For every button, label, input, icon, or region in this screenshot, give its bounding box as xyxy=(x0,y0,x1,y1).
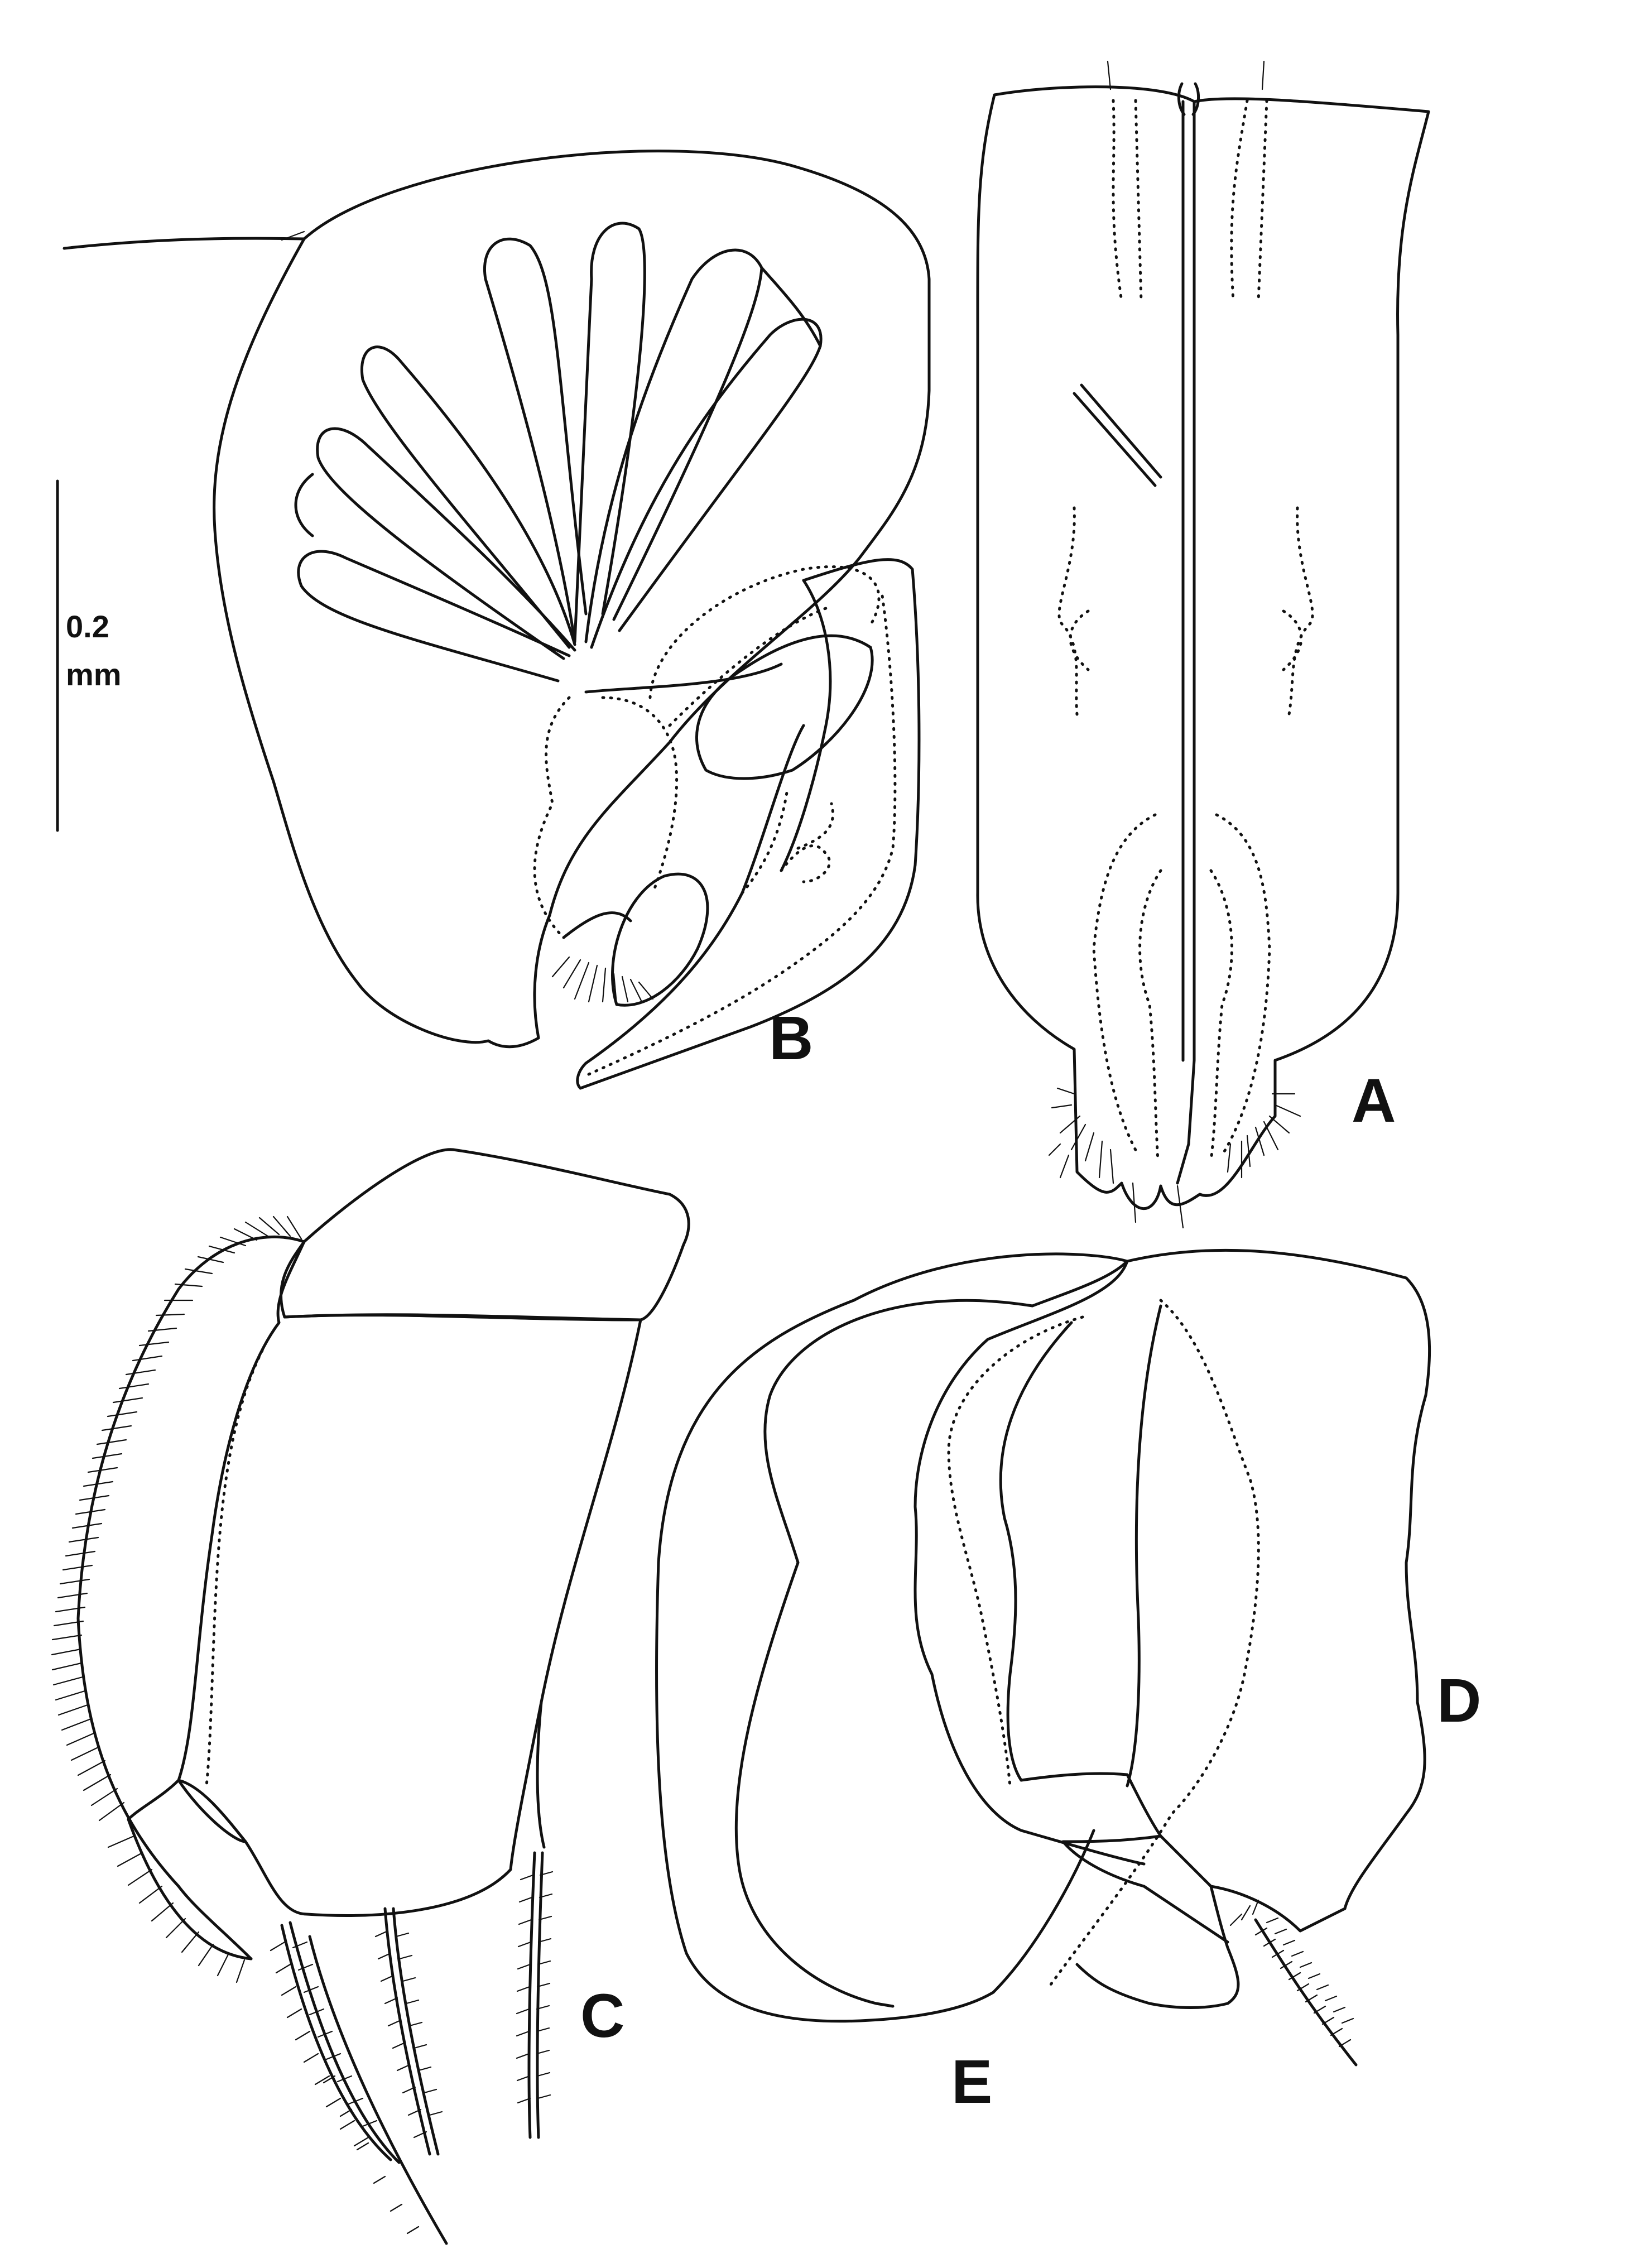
figure-b-drawing xyxy=(62,150,931,1090)
figure-d-e-drawing xyxy=(655,1248,1431,2067)
figure-e-label: E xyxy=(951,2048,992,2116)
scale-bar-unit: mm xyxy=(66,657,122,692)
figure-a-label: A xyxy=(1352,1066,1396,1135)
scale-bar: 0.2 mm xyxy=(56,479,122,832)
figure-b-label: B xyxy=(769,1004,813,1073)
figure-a-drawing xyxy=(976,60,1430,1229)
figure-d-label: D xyxy=(1437,1666,1481,1735)
figure-c-label: C xyxy=(580,1982,624,2050)
scale-bar-value: 0.2 xyxy=(66,609,109,644)
figure-c-drawing xyxy=(51,1148,690,2245)
